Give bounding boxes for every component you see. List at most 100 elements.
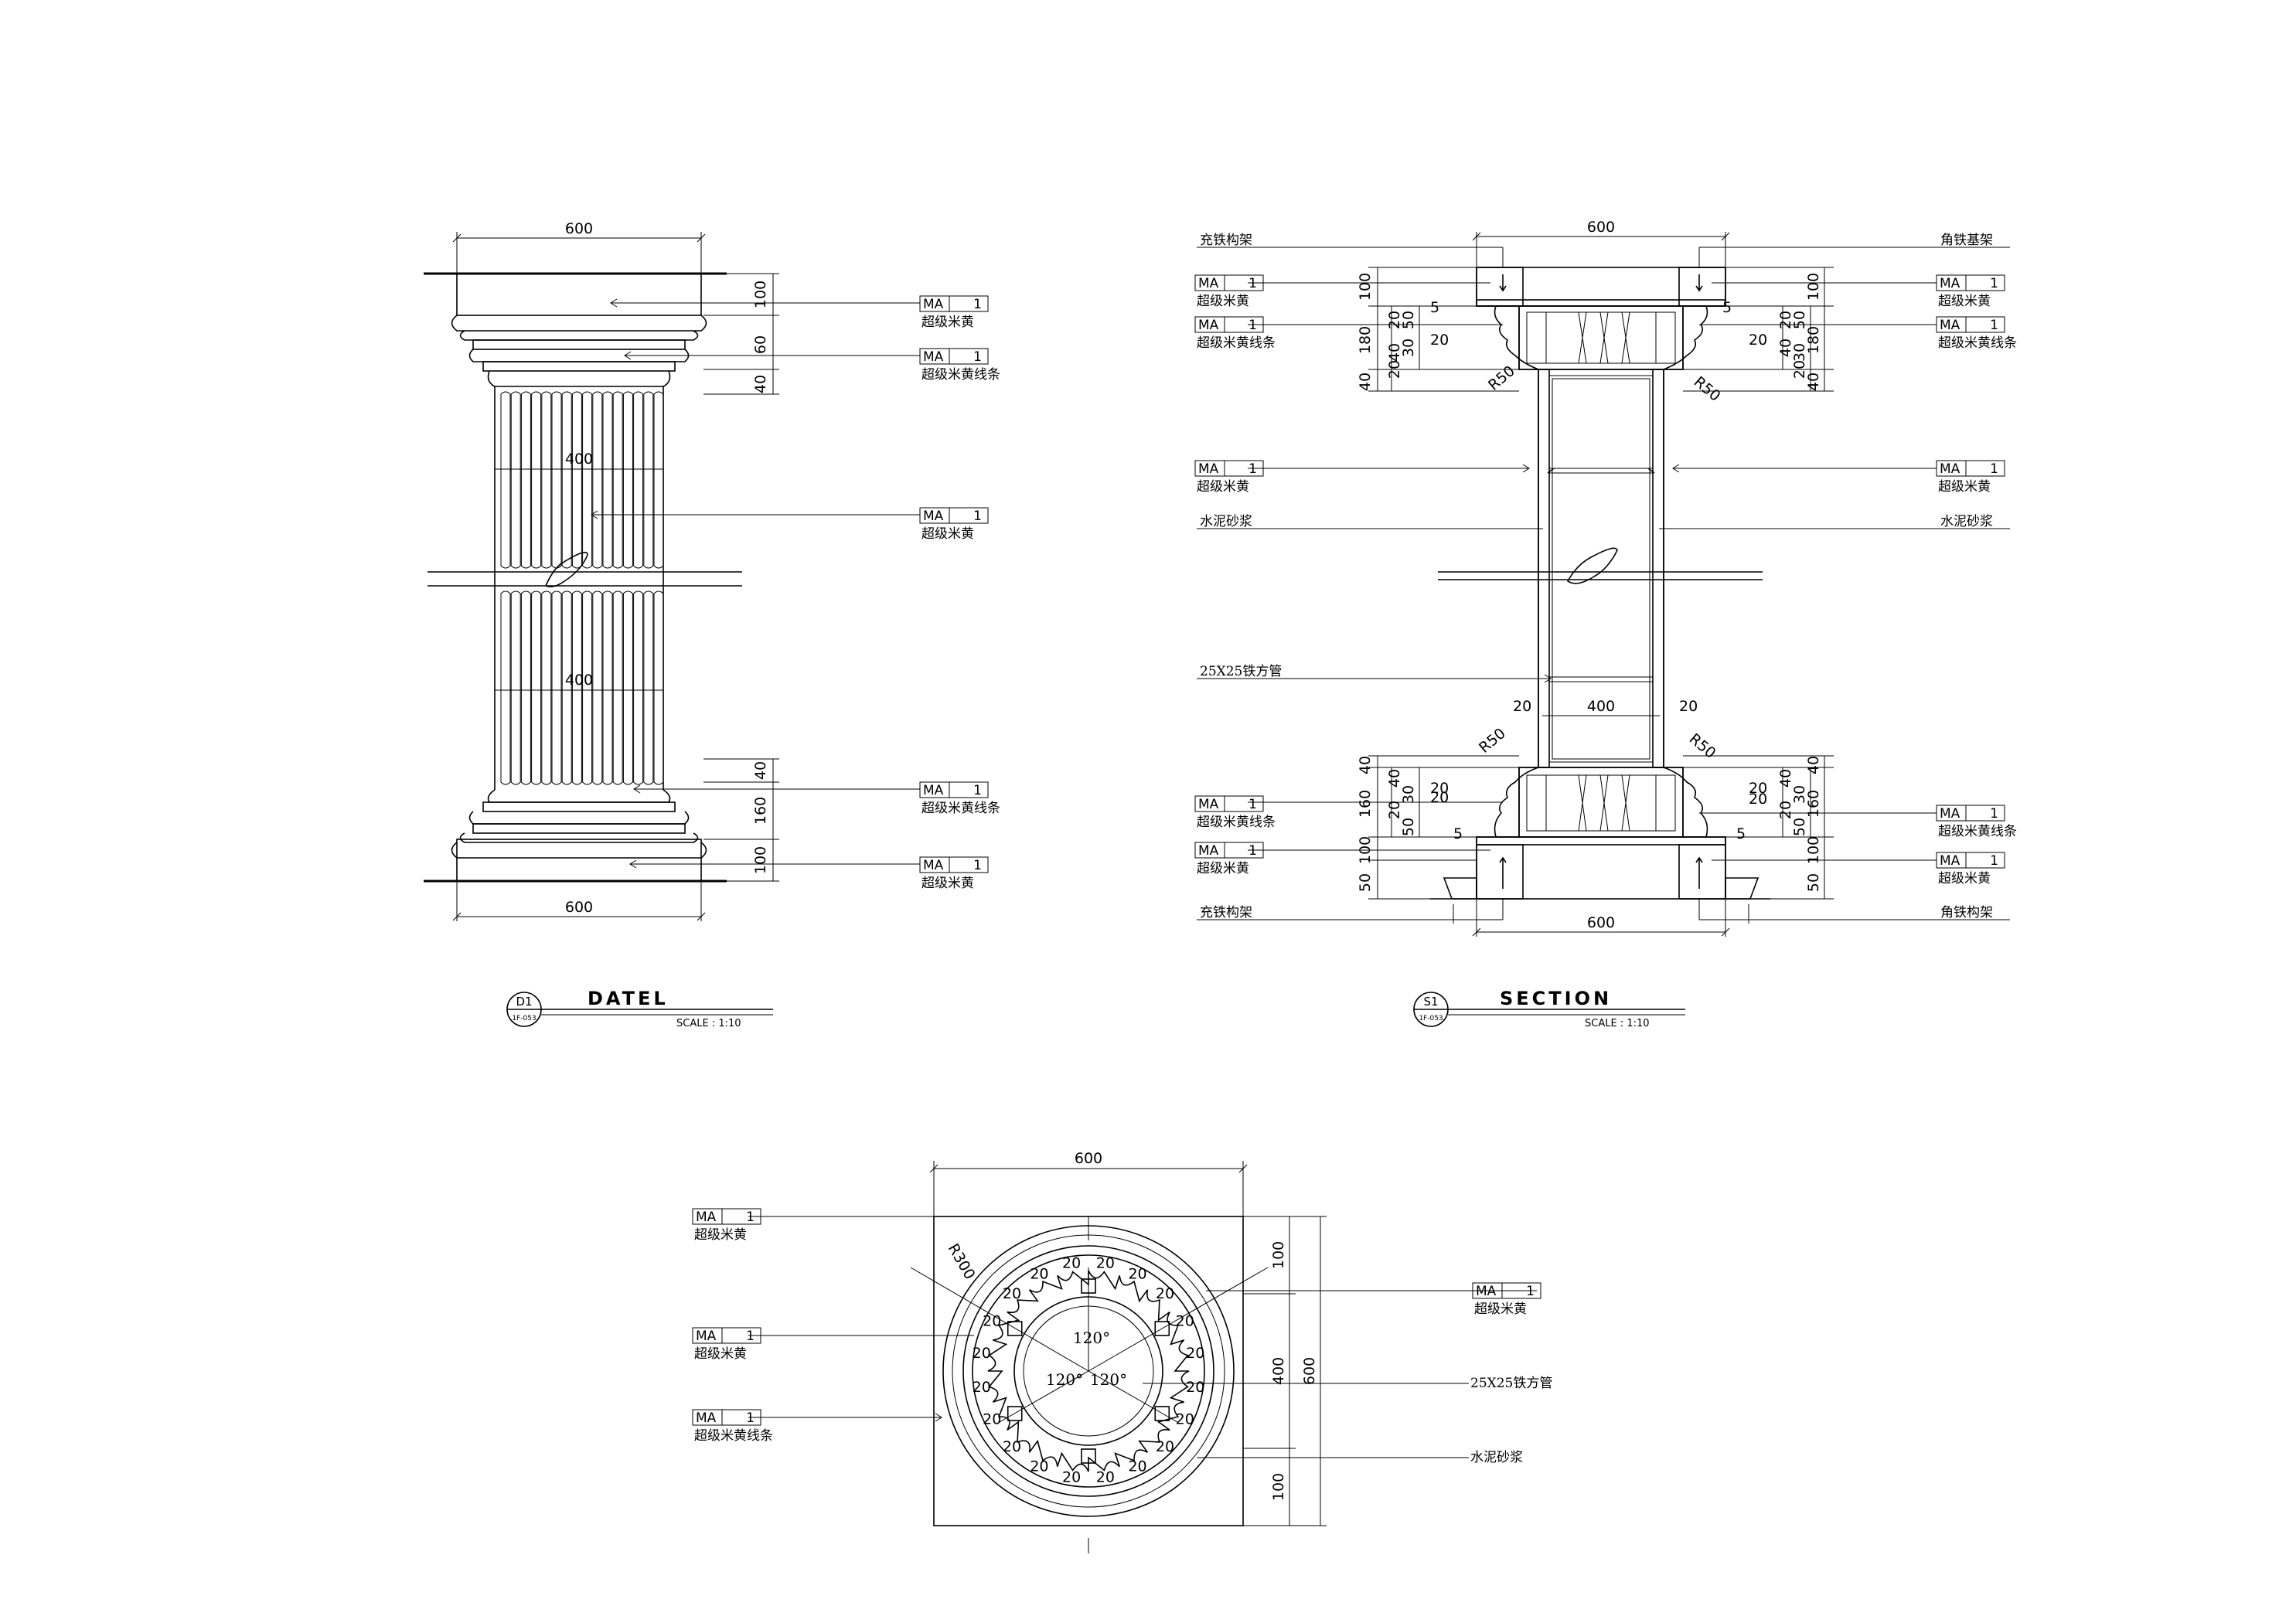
plan-right-tag-code: MA xyxy=(1476,1284,1497,1299)
section-symbol: S1 xyxy=(1423,995,1438,1009)
section-note-mortar-right: 水泥砂浆 xyxy=(1940,514,1993,529)
plan-height: 600 xyxy=(1301,1357,1318,1385)
section-rb-2: 100 xyxy=(1805,836,1822,864)
section-rb2-5: 5 xyxy=(1736,825,1746,842)
section-right-tag-4-code: MA xyxy=(1940,853,1960,869)
section-right-tag-1-num: 1 xyxy=(1990,318,1998,333)
plan-flute-dim: 20 xyxy=(1030,1265,1048,1282)
section-rb-3: 50 xyxy=(1805,873,1822,892)
section-left-tag-1-code: MA xyxy=(1198,318,1219,333)
section-right-tag-2-num: 1 xyxy=(1990,461,1998,477)
section-right-tag-4-label: 超级米黄 xyxy=(1938,871,1991,886)
plan-angle-top-b: 120° xyxy=(1073,1329,1110,1347)
plan-left-tag-1-num: 1 xyxy=(746,1329,755,1344)
plan-left-tag-1-label: 超级米黄 xyxy=(694,1346,747,1362)
section-left-tag-2-code: MA xyxy=(1198,461,1219,477)
detail-tag-2-label: 超级米黄 xyxy=(921,526,974,542)
plan-flute-dim: 20 xyxy=(1096,1255,1115,1272)
detail-shaft-upper-dim: 400 xyxy=(565,451,593,468)
section-left-tag-0-code: MA xyxy=(1198,276,1219,291)
detail-top-width: 600 xyxy=(565,220,593,237)
section-left-notes: 充铁构架 水泥砂浆 25X25铁方管 充铁构架 xyxy=(1197,233,1552,920)
detail-tag-0-num: 1 xyxy=(973,297,982,312)
detail-elevation: 600 600 400 400 100 60 40 40 160 100 xyxy=(424,220,1000,1029)
plan-flute-dim: 20 xyxy=(1156,1285,1174,1302)
plan-angle-left: 120° xyxy=(1046,1370,1083,1389)
section-right-tag-3-num: 1 xyxy=(1990,806,1998,822)
section-left-dims: 100 180 40 50 20 30 40 20 5 20 40 160 10… xyxy=(1357,267,1519,900)
plan-note-mortar: 水泥砂浆 xyxy=(1470,1450,1523,1465)
detail-tag-3-label: 超级米黄线条 xyxy=(921,801,1000,816)
detail-title: DATEL xyxy=(588,988,669,1009)
plan-flute-dim: 20 xyxy=(973,1345,991,1362)
section-title: SECTION xyxy=(1500,988,1612,1009)
plan-note-tube: 25X25铁方管 xyxy=(1470,1376,1552,1391)
plan-left-tag-1: MA 1 超级米黄 xyxy=(692,1327,761,1362)
section-rb2-0: 20 xyxy=(1749,780,1767,797)
section-left-tag-3-code: MA xyxy=(1198,797,1219,812)
section-lt-1: 180 xyxy=(1357,326,1374,354)
section-r50-tr: R50 xyxy=(1691,373,1724,405)
section-left-tag-0-num: 1 xyxy=(1248,276,1257,291)
plan-width: 600 xyxy=(1075,1150,1102,1167)
section-left-tag-0-label: 超级米黄 xyxy=(1197,294,1249,309)
section-lb2-5: 5 xyxy=(1453,825,1463,842)
plan-inner: 400 xyxy=(1270,1357,1287,1385)
section-note-frame-bottom: 充铁构架 xyxy=(1200,905,1252,920)
section-lt-0: 100 xyxy=(1357,273,1374,301)
plan-left-tag-0-num: 1 xyxy=(746,1210,755,1225)
plan-left-tag-2-label: 超级米黄线条 xyxy=(694,1428,773,1444)
plan-flute-dim: 20 xyxy=(983,1312,1001,1329)
section-note-tube: 25X25铁方管 xyxy=(1200,664,1282,679)
section-note-angle-base: 角铁基架 xyxy=(1940,233,1993,248)
plan-flute-dim: 20 xyxy=(1062,1468,1081,1485)
section-right-tag-0-label: 超级米黄 xyxy=(1938,294,1991,309)
section-right-notes: 角铁基架 水泥砂浆 角铁构架 xyxy=(1659,233,2010,920)
section-d20-left: 20 xyxy=(1513,698,1531,715)
detail-v-top-2: 40 xyxy=(752,375,769,393)
plan-flute-dim: 20 xyxy=(1176,1312,1194,1329)
section-left-tag-1-num: 1 xyxy=(1248,318,1257,333)
section-r50-bl: R50 xyxy=(1476,725,1509,757)
detail-tag-0-label: 超级米黄 xyxy=(921,315,974,330)
section-top-width: 600 xyxy=(1587,219,1615,236)
section-lb2-4: 50 xyxy=(1400,818,1417,836)
plan-flute-dim: 20 xyxy=(1128,1265,1146,1282)
detail-v-bot-2: 100 xyxy=(752,846,769,874)
section-right-dims: 100 180 40 50 20 40 30 20 5 20 40 160 10… xyxy=(1683,267,1834,900)
plan-left-tag-1-code: MA xyxy=(696,1329,717,1344)
plan-top-off: 100 xyxy=(1270,1241,1287,1269)
section-rb2-4: 50 xyxy=(1791,818,1808,836)
section-rt-1: 180 xyxy=(1805,326,1822,354)
section-sheet-ref: 1F-053 xyxy=(1419,1015,1443,1022)
section-r50-br: R50 xyxy=(1686,730,1719,762)
section-rb-1: 160 xyxy=(1805,790,1822,818)
section-right-tag-1-code: MA xyxy=(1940,318,1960,333)
section-left-tag-1-label: 超级米黄线条 xyxy=(1197,335,1276,351)
plan-left-tag-2-code: MA xyxy=(696,1410,717,1426)
section-right-tag-3-code: MA xyxy=(1940,806,1960,822)
plan-right-tag-label: 超级米黄 xyxy=(1474,1301,1527,1317)
detail-scale: SCALE : 1:10 xyxy=(676,1018,741,1029)
section-lb-1: 160 xyxy=(1357,790,1374,818)
detail-v-bot-0: 40 xyxy=(752,761,769,780)
section-scale: SCALE : 1:10 xyxy=(1585,1018,1650,1029)
detail-tag-0-code: MA xyxy=(923,297,944,312)
detail-bottom-width: 600 xyxy=(565,899,593,916)
detail-sheet-ref: 1F-053 xyxy=(512,1015,536,1022)
detail-tag-4-label: 超级米黄 xyxy=(921,876,974,891)
section-note-frame-top: 充铁构架 xyxy=(1200,233,1252,248)
section-lb-3: 50 xyxy=(1357,873,1374,892)
section-right-tag-0-num: 1 xyxy=(1990,276,1998,291)
plan-flute-dim: 20 xyxy=(983,1411,1001,1428)
detail-v-top-1: 60 xyxy=(752,335,769,354)
section-lt2-1: 20 xyxy=(1386,311,1403,329)
